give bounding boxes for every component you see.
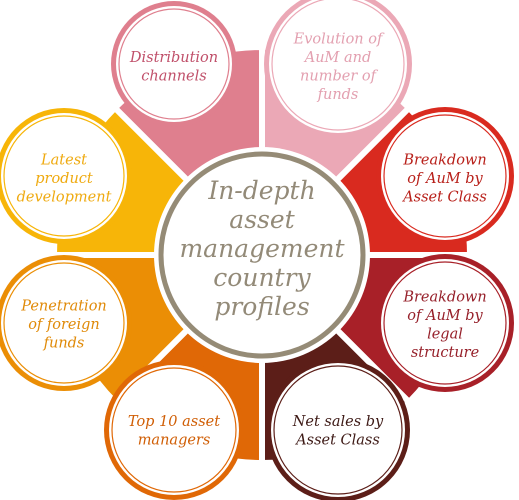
node-label-line: Top 10 asset: [128, 414, 220, 430]
node-label: Distribution channels: [129, 50, 218, 85]
node-circle: [118, 8, 230, 120]
node-label-line: Evolution of: [293, 31, 385, 47]
node-circle: [273, 365, 403, 495]
center-title-line: management: [179, 234, 345, 263]
node-circle: [271, 0, 405, 131]
node-circle: [3, 262, 125, 384]
node-label-line: of AuM by: [407, 171, 483, 187]
node-label-line: channels: [141, 68, 206, 84]
node-label: Penetration of foreign funds: [20, 299, 107, 352]
node-label-line: Breakdown: [402, 153, 486, 169]
node-breakdown-legal-structure: Breakdown of AuM by legal structure: [376, 254, 514, 392]
node-label-line: Distribution: [129, 50, 218, 66]
node-circle: [383, 114, 507, 238]
node-label-line: funds: [43, 336, 85, 352]
node-label-line: of foreign: [28, 317, 100, 333]
center-title-line: In-depth: [207, 176, 315, 205]
node-circle: [3, 115, 125, 237]
node-latest-product-development: Latest product development: [0, 108, 132, 244]
node-breakdown-asset-class: Breakdown of AuM by Asset Class: [376, 107, 514, 245]
node-label-line: development: [17, 190, 112, 206]
node-evolution-aum: Evolution of AuM and number of funds: [264, 0, 412, 138]
node-circle: [383, 261, 507, 385]
node-penetration-foreign-funds: Penetration of foreign funds: [0, 255, 132, 391]
center-title-line: profiles: [214, 292, 309, 321]
node-net-sales: Net sales by Asset Class: [266, 358, 410, 500]
node-label-line: funds: [317, 87, 359, 103]
node-label: Net sales by Asset Class: [292, 414, 384, 449]
node-label-line: Net sales by: [292, 414, 384, 430]
node-label-line: product: [35, 171, 93, 187]
node-distribution-channels: Distribution channels: [111, 1, 237, 127]
node-label: Breakdown of AuM by Asset Class: [401, 153, 487, 206]
node-label: Breakdown of AuM by legal structure: [402, 289, 486, 361]
node-label-line: managers: [138, 432, 211, 448]
node-top-10-managers: Top 10 asset managers: [104, 360, 244, 500]
node-label-line: of AuM by: [407, 308, 483, 324]
node-label-line: Latest: [40, 153, 87, 169]
node-label: Evolution of AuM and number of funds: [293, 31, 385, 103]
node-label-line: Breakdown: [402, 289, 486, 305]
node-label-line: Asset Class: [401, 190, 487, 206]
node-circle: [111, 367, 237, 493]
node-label-line: structure: [411, 345, 479, 361]
node-label-line: Penetration: [20, 299, 107, 315]
node-label-line: legal: [427, 326, 463, 342]
center-title-line: asset: [229, 205, 295, 234]
node-label: Top 10 asset managers: [128, 414, 220, 449]
node-label-line: AuM and: [303, 50, 372, 66]
node-label-line: number of: [300, 68, 379, 84]
center-title-line: country: [213, 263, 311, 292]
center-ring: [158, 151, 366, 359]
node-label: Latest product development: [17, 153, 112, 206]
node-label-line: Asset Class: [294, 432, 380, 448]
